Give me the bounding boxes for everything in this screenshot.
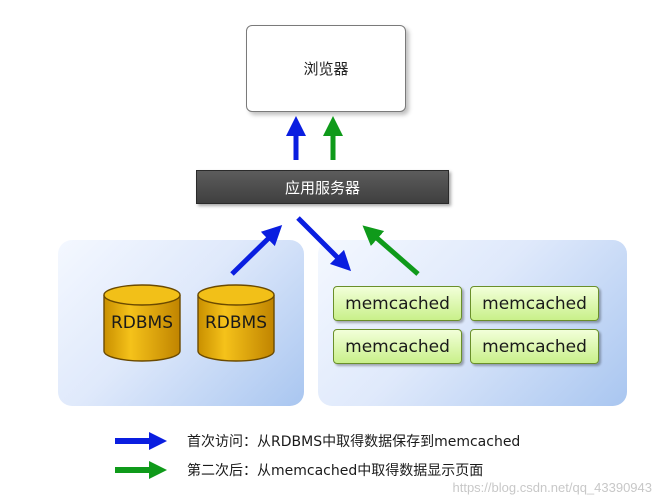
legend-text-first-visit: 首次访问：从RDBMS中取得数据保存到memcached — [187, 434, 521, 450]
database-icon — [197, 284, 275, 362]
rdbms-label-1: RDBMS — [110, 313, 174, 333]
memcached-node-4: memcached — [470, 329, 599, 364]
memcached-label-4: memcached — [482, 336, 587, 357]
memcached-label-2: memcached — [482, 293, 587, 314]
legend-item-subsequent-visit: 第二次后：从memcached中取得数据显示页面 — [115, 459, 483, 481]
watermark: https://blog.csdn.net/qq_43390943 — [452, 480, 653, 495]
rdbms-cylinder-2: RDBMS — [196, 283, 276, 363]
memcached-label-3: memcached — [345, 336, 450, 357]
blue-arrow-icon — [115, 432, 167, 450]
memcached-panel — [318, 240, 627, 406]
database-icon — [103, 284, 181, 362]
browser-label: 浏览器 — [303, 60, 349, 78]
green-arrow-icon — [115, 461, 167, 479]
rdbms-label-2: RDBMS — [204, 313, 268, 333]
memcached-node-3: memcached — [333, 329, 462, 364]
app-server-node: 应用服务器 — [196, 170, 449, 204]
memcached-label-1: memcached — [345, 293, 450, 314]
legend-item-first-visit: 首次访问：从RDBMS中取得数据保存到memcached — [115, 430, 520, 452]
browser-node: 浏览器 — [246, 25, 406, 112]
memcached-node-2: memcached — [470, 286, 599, 321]
rdbms-cylinder-1: RDBMS — [102, 283, 182, 363]
memcached-node-1: memcached — [333, 286, 462, 321]
app-server-label: 应用服务器 — [284, 178, 360, 197]
legend-text-subsequent-visit: 第二次后：从memcached中取得数据显示页面 — [187, 463, 484, 479]
